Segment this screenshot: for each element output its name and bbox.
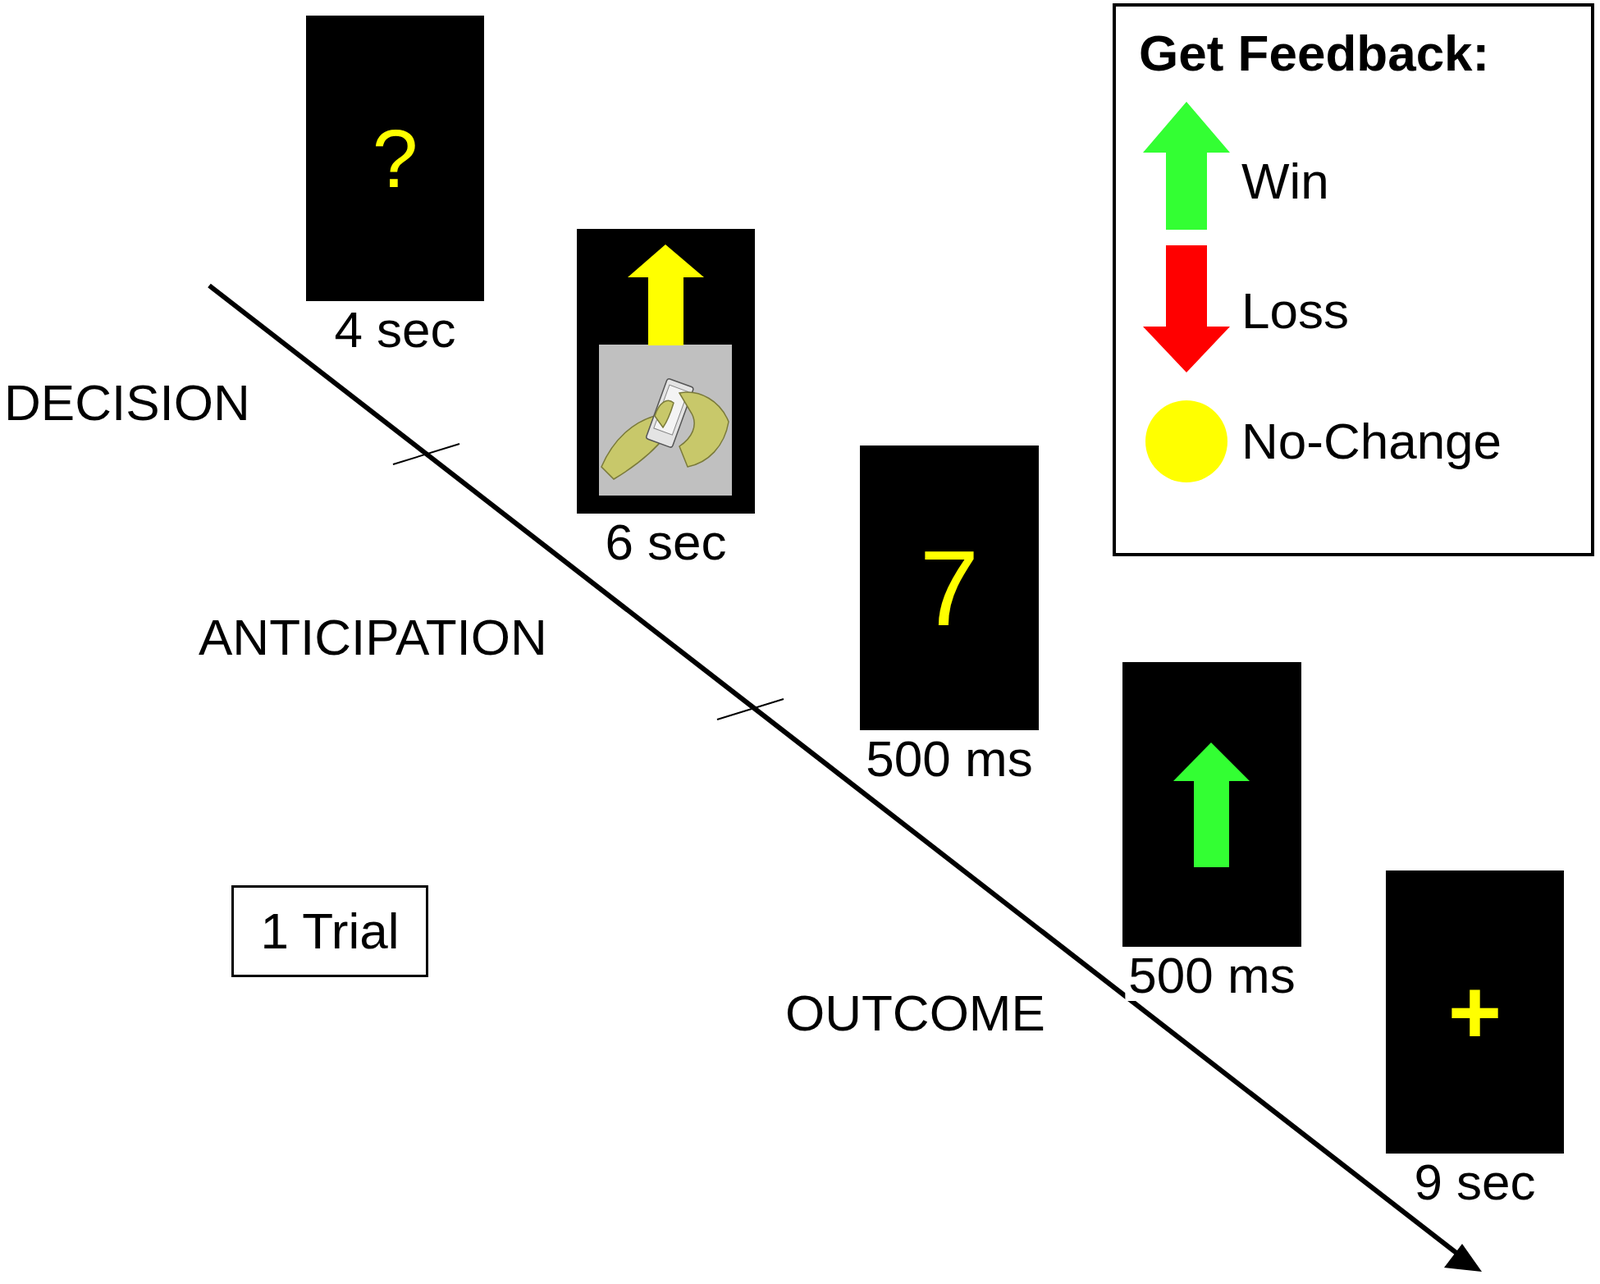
box-label: 1 Trial bbox=[260, 905, 400, 957]
fixation-screen: +9 sec bbox=[1385, 870, 1564, 1154]
timeline-arrowhead bbox=[1444, 1243, 1482, 1272]
phone-illustration bbox=[576, 228, 755, 514]
legend-label: No-Change bbox=[1241, 416, 1502, 467]
cue-screen: 6 sec bbox=[576, 228, 755, 514]
cue-arrow-shaft bbox=[648, 276, 684, 346]
screen-symbol: 7 bbox=[919, 534, 979, 642]
arrow-shaft bbox=[1193, 780, 1230, 868]
phase-label: OUTCOME bbox=[783, 987, 1047, 1039]
legend-entry: Loss bbox=[1142, 245, 1587, 374]
number-screen: 7500 ms bbox=[859, 445, 1039, 731]
picture-ground bbox=[598, 344, 732, 496]
up-arrow-swatch bbox=[1142, 101, 1230, 230]
legend-label: Win bbox=[1241, 155, 1330, 207]
circle-swatch bbox=[1145, 400, 1228, 483]
legend-title: Get Feedback: bbox=[1138, 27, 1490, 79]
legend-swatch-svg bbox=[1142, 101, 1230, 230]
duration-label: 4 sec bbox=[330, 304, 459, 356]
screen-symbol: + bbox=[1448, 966, 1502, 1059]
win-feedback-arrow bbox=[1122, 662, 1302, 947]
phase-tick bbox=[717, 699, 784, 720]
trial-box: 1 Trial bbox=[231, 885, 429, 978]
question-screen: ?4 sec bbox=[306, 15, 485, 302]
feedback-screen: 500 ms bbox=[1122, 662, 1302, 947]
legend-entry: Win bbox=[1142, 101, 1587, 230]
phase-label: ANTICIPATION bbox=[196, 612, 549, 663]
cue-arrow-head bbox=[627, 244, 704, 278]
legend-entry: No-Change bbox=[1142, 400, 1587, 483]
duration-label: 500 ms bbox=[1124, 950, 1299, 1002]
phase-tick bbox=[393, 443, 460, 465]
arrow-head bbox=[1173, 742, 1250, 782]
legend-swatch-svg bbox=[1142, 245, 1230, 374]
thumb bbox=[654, 400, 674, 428]
legend-swatch-svg bbox=[1142, 400, 1230, 483]
phone bbox=[645, 378, 695, 448]
down-arrow-swatch bbox=[1142, 245, 1230, 373]
duration-label: 6 sec bbox=[601, 516, 730, 568]
screen-symbol: ? bbox=[372, 117, 419, 200]
phase-label: DECISION bbox=[2, 377, 252, 429]
legend-label: Loss bbox=[1241, 285, 1349, 337]
right-hand bbox=[679, 392, 729, 467]
duration-label: 9 sec bbox=[1410, 1156, 1539, 1208]
duration-label: 500 ms bbox=[862, 733, 1036, 785]
